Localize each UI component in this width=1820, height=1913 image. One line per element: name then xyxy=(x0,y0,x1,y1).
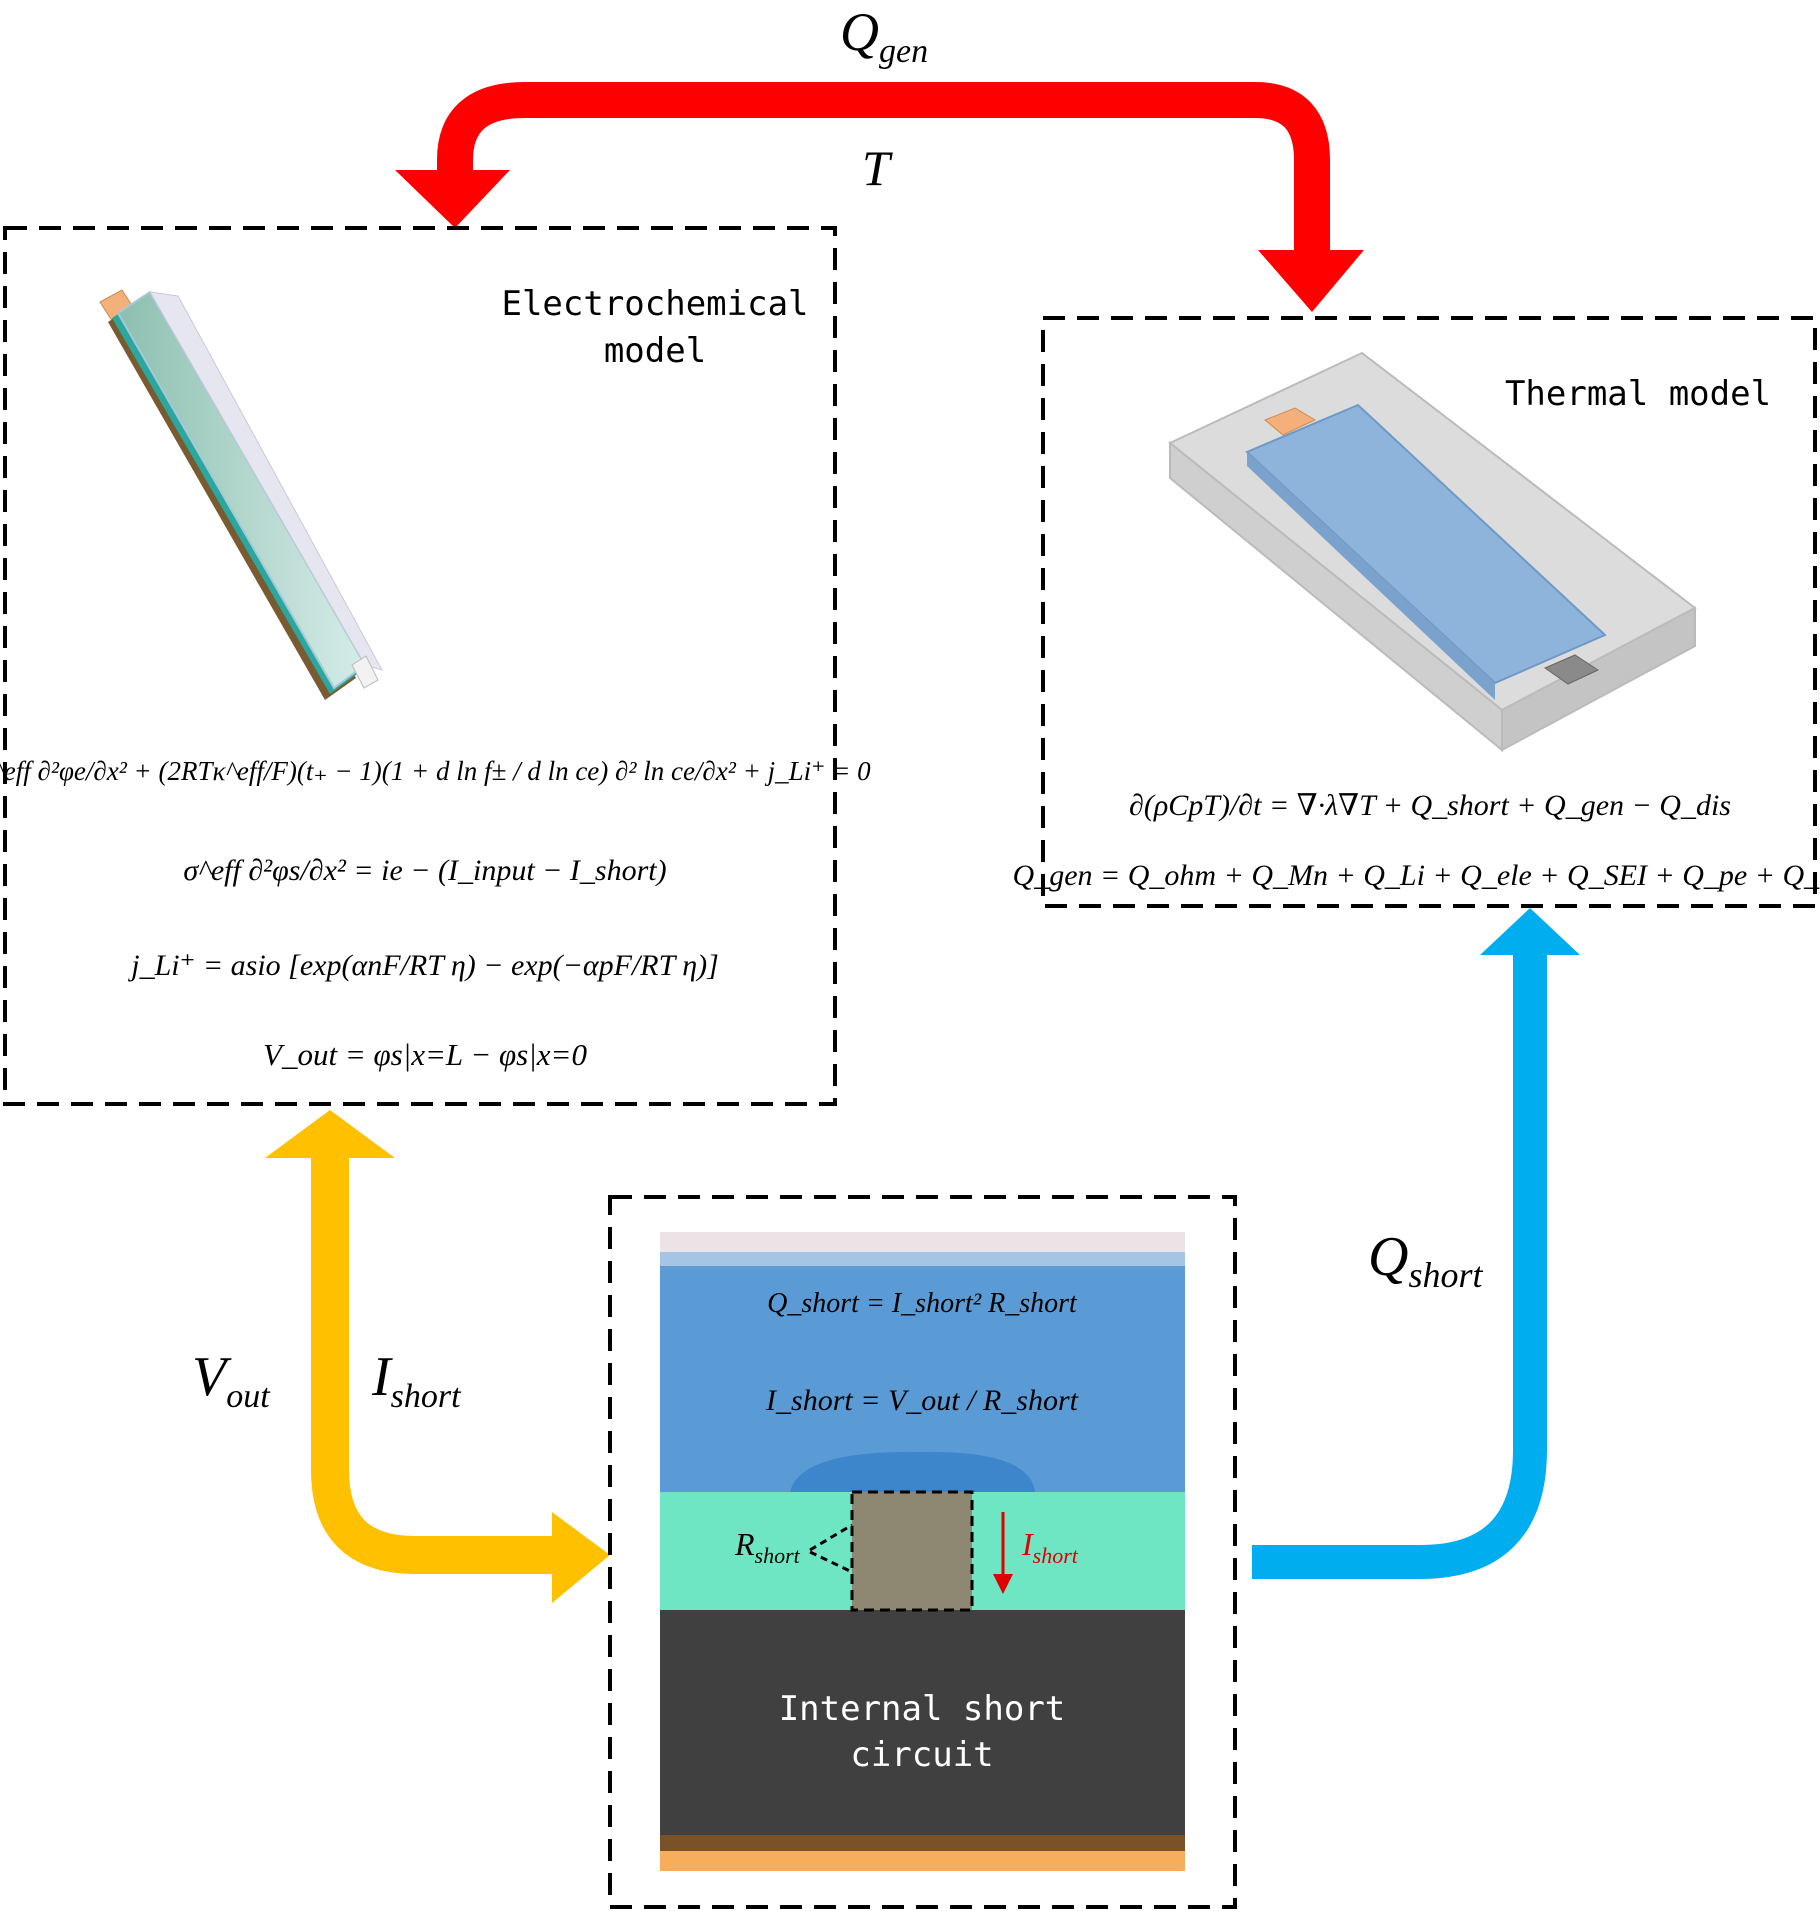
top-electrode-bulge xyxy=(790,1451,1035,1492)
thermal-equation-2: Q_gen = Q_ohm + Q_Mn + Q_Li + Q_ele + Q_… xyxy=(1013,859,1820,892)
thermal-tab-positive xyxy=(1264,407,1317,436)
thermal-model-box: Thermal model ∂(ρCpT)/∂t = ∇·λ∇T + Q_sho… xyxy=(1013,316,1820,908)
cell-body xyxy=(116,290,367,690)
electrochemical-title-line1: Electrochemical xyxy=(501,284,808,324)
top-collector-edge xyxy=(660,1252,1185,1266)
red-arrow-shaft xyxy=(437,82,1330,260)
short-circuit-title-line1: Internal short xyxy=(779,1689,1066,1729)
r-short-label: Rshort xyxy=(734,1526,801,1568)
electrochemical-equation-3: j_Li⁺ = asio [exp(αnF/RT η) − exp(−αpF/R… xyxy=(127,949,719,982)
r-short-pointer-upper xyxy=(809,1523,853,1552)
temperature-label: T xyxy=(862,140,893,196)
bottom-electrode-layer xyxy=(660,1610,1185,1835)
thermal-cell-illustration xyxy=(1168,351,1697,753)
i-short-arrowhead xyxy=(993,1574,1013,1594)
thermal-case-side xyxy=(1501,606,1696,752)
thermal-jellyroll-front xyxy=(1247,452,1495,700)
electrochemical-cell-illustration xyxy=(99,289,384,700)
electrochemical-box-border xyxy=(3,226,837,1106)
i-short-label: Ishort xyxy=(1021,1526,1079,1568)
q-short-equation: Q_short = I_short² R_short xyxy=(767,1288,1078,1319)
short-circuit-box-border xyxy=(608,1195,1237,1909)
thermal-box-border xyxy=(1041,316,1817,908)
blue-arrowhead-up xyxy=(1480,908,1580,955)
blue-arrow-shaft xyxy=(1252,950,1547,1579)
cell-tab-bottom xyxy=(351,655,379,689)
bottom-current-collector xyxy=(660,1851,1185,1871)
yellow-arrowhead-up xyxy=(265,1110,395,1158)
internal-short-circuit-box: Rshort Ishort Q_short = I_short² R_short… xyxy=(608,1195,1237,1909)
yellow-arrowhead-right xyxy=(552,1512,610,1603)
thermal-tab-negative xyxy=(1543,654,1600,685)
thermal-jellyroll-top xyxy=(1245,403,1607,685)
short-region xyxy=(850,1490,974,1612)
top-current-collector xyxy=(660,1232,1185,1252)
yellow-arrow-shaft xyxy=(311,1150,560,1574)
electrochemical-equation-2: σ^eff ∂²φs/∂x² = ie − (I_input − I_short… xyxy=(183,854,666,887)
bottom-collector-edge xyxy=(660,1835,1185,1851)
blue-coupling-arrow xyxy=(1252,908,1580,1579)
yellow-coupling-arrow xyxy=(265,1110,610,1603)
cell-outer-case xyxy=(149,291,384,671)
thermal-equation-1: ∂(ρCpT)/∂t = ∇·λ∇T + Q_short + Q_gen − Q… xyxy=(1129,789,1731,822)
electrochemical-title-line2: model xyxy=(604,331,706,371)
red-arrowhead-right xyxy=(1258,250,1364,312)
qshort-label: Qshort xyxy=(1368,1226,1483,1295)
electrochemical-equation-4: V_out = φs|x=L − φs|x=0 xyxy=(263,1037,587,1072)
qgen-label: Qgen xyxy=(840,2,928,70)
i-short-equation: I_short = V_out / R_short xyxy=(765,1384,1079,1417)
ishort-label: Ishort xyxy=(371,1346,462,1415)
electrochemical-model-box: Electrochemical model κ^eff ∂²φe/∂x² + (… xyxy=(0,226,871,1106)
electrochemical-equation-1: κ^eff ∂²φe/∂x² + (2RTκ^eff/F)(t₊ − 1)(1 … xyxy=(0,756,871,786)
vout-label: Vout xyxy=(192,1346,271,1415)
red-arrowhead-left xyxy=(395,170,510,228)
r-short-pointer-lower xyxy=(809,1550,853,1574)
thermal-title: Thermal model xyxy=(1505,374,1771,414)
red-coupling-arrow xyxy=(395,82,1364,312)
short-circuit-title-line2: circuit xyxy=(850,1735,993,1775)
